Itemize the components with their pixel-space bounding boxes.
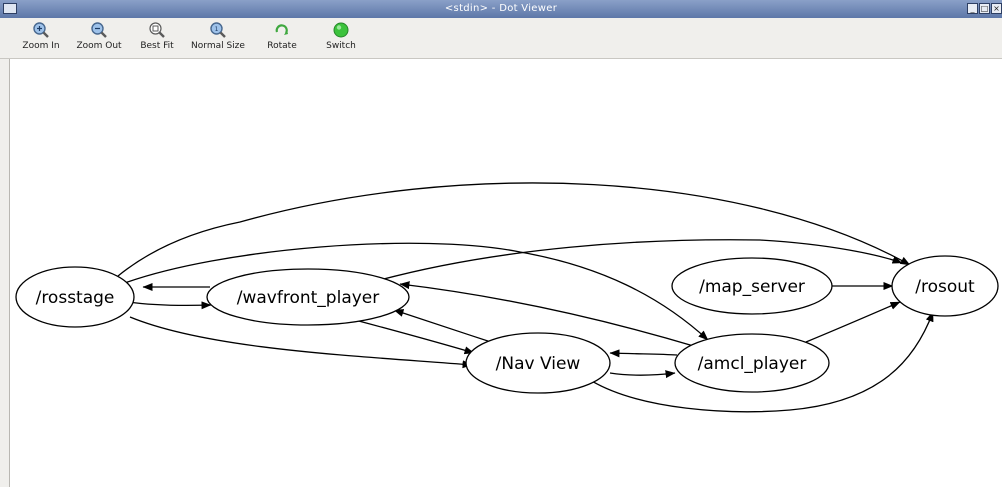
window-titlebar[interactable]: <stdin> - Dot Viewer _ □ ×: [0, 0, 1002, 18]
best-fit-button[interactable]: Best Fit: [135, 21, 179, 51]
green-circle-icon: [333, 22, 349, 38]
switch-button[interactable]: Switch: [321, 21, 361, 51]
node-rosstage-label: /rosstage: [36, 288, 115, 308]
node-wavfront-player[interactable]: /wavfront_player: [206, 268, 410, 326]
rotate-icon: [275, 24, 288, 35]
edge-amcl-wavfront: [399, 281, 698, 348]
zoom-out-button[interactable]: Zoom Out: [71, 21, 127, 51]
switch-label: Switch: [326, 41, 356, 51]
edge-rosstage-amcl-player: [121, 242, 709, 341]
minimize-button[interactable]: _: [967, 3, 978, 14]
zoom-out-icon: [91, 22, 107, 38]
toolbar: Zoom In Zoom Out Best Fit 1 Normal Size …: [0, 18, 1002, 59]
node-map-server[interactable]: /map_server: [671, 257, 833, 315]
edge-nav-view-wavfront: [393, 309, 495, 344]
maximize-button[interactable]: □: [979, 3, 990, 14]
zoom-100-icon: 1: [210, 22, 226, 38]
edge-nav-view-amcl: [609, 370, 676, 379]
zoom-fit-icon: [149, 22, 165, 38]
normal-size-button[interactable]: 1 Normal Size: [186, 21, 250, 51]
edge-wavfront-nav-view: [354, 319, 475, 355]
svg-text:1: 1: [215, 26, 219, 33]
node-amcl-player[interactable]: /amcl_player: [674, 333, 830, 393]
zoom-out-label: Zoom Out: [76, 41, 122, 51]
zoom-in-label: Zoom In: [22, 41, 60, 51]
graph-svg: /rosstage /wavfront_player /Nav View /am…: [15, 182, 999, 413]
window-title: <stdin> - Dot Viewer: [444, 3, 558, 14]
node-rosout-label: /rosout: [915, 277, 975, 297]
node-nav-view-label: /Nav View: [496, 354, 581, 374]
normal-size-label: Normal Size: [191, 41, 245, 51]
edge-amcl-nav-view: [609, 349, 678, 358]
edge-wavfront-rosout: [379, 239, 903, 281]
rotate-button[interactable]: Rotate: [262, 21, 302, 51]
edge-rosstage-wavfront: [127, 301, 212, 310]
zoom-in-button[interactable]: Zoom In: [18, 21, 64, 51]
best-fit-label: Best Fit: [140, 41, 174, 51]
node-map-server-label: /map_server: [699, 277, 805, 297]
edge-nav-view-rosout: [589, 311, 934, 413]
window-menu-icon[interactable]: [3, 3, 17, 14]
node-wavfront-player-label: /wavfront_player: [237, 288, 380, 308]
rotate-label: Rotate: [267, 41, 297, 51]
zoom-in-icon: [33, 22, 49, 38]
left-scrollbar[interactable]: [0, 59, 10, 487]
edge-amcl-rosout: [805, 301, 901, 343]
node-nav-view[interactable]: /Nav View: [465, 332, 611, 394]
node-amcl-player-label: /amcl_player: [698, 354, 807, 374]
graph-canvas[interactable]: /rosstage /wavfront_player /Nav View /am…: [0, 59, 1002, 487]
edge-rosstage-nav-view: [129, 316, 473, 369]
node-rosout[interactable]: /rosout: [891, 255, 999, 317]
node-rosstage[interactable]: /rosstage: [15, 266, 135, 328]
edge-rosstage-rosout: [117, 182, 911, 277]
close-button[interactable]: ×: [991, 3, 1002, 14]
